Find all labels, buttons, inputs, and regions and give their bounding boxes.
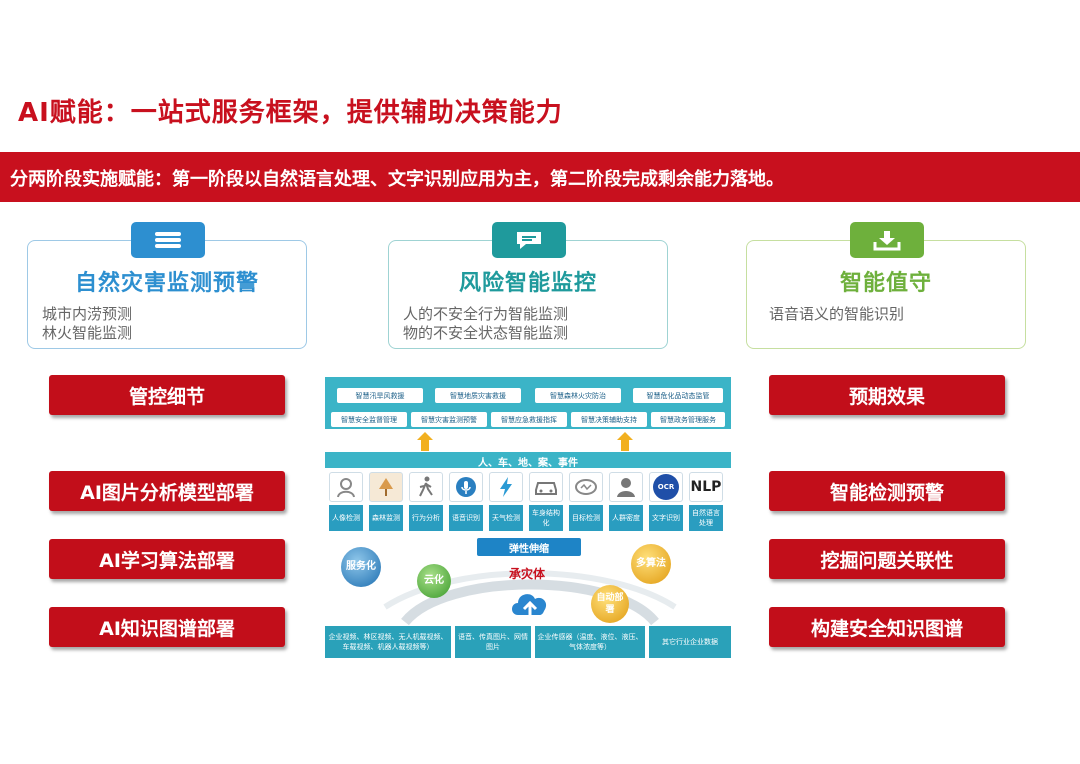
app-chip: 智慧应急救援指挥 bbox=[491, 412, 567, 427]
app-chip: 智慧决策辅助支持 bbox=[571, 412, 647, 427]
data-source-sensor: 企业传感器（温度、液位、液压、气体浓度等） bbox=[535, 626, 645, 658]
forest-icon bbox=[369, 472, 403, 502]
card-lines: 人的不安全行为智能监测 物的不安全状态智能监测 bbox=[403, 305, 568, 343]
left-item-image-model: AI图片分析模型部署 bbox=[49, 471, 285, 511]
capability-crowd-density: 人群密度 bbox=[609, 472, 643, 531]
auto-deploy-ball: 自动部署 bbox=[591, 585, 629, 623]
cloud-upload-icon bbox=[508, 583, 552, 627]
capability-weather-detection: 天气检测 bbox=[489, 472, 523, 531]
object-band-text: 人、车、地、案、事件 bbox=[478, 458, 578, 469]
ocr-icon-text: OCR bbox=[653, 474, 679, 500]
app-chip: 智慧地质灾害救援 bbox=[435, 388, 521, 403]
left-item-learning-algorithm: AI学习算法部署 bbox=[49, 539, 285, 579]
page-title: AI赋能：一站式服务框架，提供辅助决策能力 bbox=[18, 98, 563, 128]
card-title: 风险智能监控 bbox=[458, 271, 597, 296]
download-tray-icon bbox=[850, 222, 924, 258]
up-arrow-icon bbox=[617, 432, 633, 451]
nlp-icon: NLP bbox=[689, 472, 723, 502]
summary-banner-text: 分两阶段实施赋能：第一阶段以自然语言处理、文字识别应用为主，第二阶段完成剩余能力… bbox=[10, 169, 784, 190]
app-chip: 智慧危化品动态监管 bbox=[633, 388, 723, 403]
capability-label: 人像检测 bbox=[329, 505, 363, 531]
app-chip: 智慧森林火灾防治 bbox=[535, 388, 621, 403]
capability-speech-recognition: 语音识别 bbox=[449, 472, 483, 531]
chat-bubble-icon bbox=[492, 222, 566, 258]
right-item-safety-graph: 构建安全知识图谱 bbox=[769, 607, 1005, 647]
crowd-icon bbox=[609, 472, 643, 502]
card-lines: 语音语义的智能识别 bbox=[769, 305, 904, 324]
object-band: 人、车、地、案、事件 bbox=[325, 452, 731, 469]
card-line: 城市内涝预测 bbox=[42, 305, 133, 323]
nlp-icon-text: NLP bbox=[690, 479, 722, 495]
capability-label: 自然语言处理 bbox=[689, 505, 723, 531]
face-icon bbox=[329, 472, 363, 502]
capability-behavior-analysis: 行为分析 bbox=[409, 472, 443, 531]
capability-label: 人群密度 bbox=[609, 505, 643, 531]
elastic-scaling-label: 弹性伸缩 bbox=[477, 538, 581, 556]
disaster-bearing-body-label: 承灾体 bbox=[508, 567, 545, 581]
app-chip: 智慧安全监督管理 bbox=[331, 412, 407, 427]
capability-label: 语音识别 bbox=[449, 505, 483, 531]
card-line: 语音语义的智能识别 bbox=[769, 305, 905, 323]
cloud-ball: 云化 bbox=[417, 564, 451, 598]
capability-label: 目标检测 bbox=[569, 505, 603, 531]
right-item-smart-detection: 智能检测预警 bbox=[769, 471, 1005, 511]
ocr-icon: OCR bbox=[649, 472, 683, 502]
capability-target-detection: 目标检测 bbox=[569, 472, 603, 531]
card-title: 智能值守 bbox=[839, 271, 932, 296]
card-lines: 城市内涝预测 林火智能监测 bbox=[42, 305, 132, 343]
data-source-voice: 语音、传真图片、网情图片 bbox=[455, 626, 531, 658]
card-line: 物的不安全状态智能监测 bbox=[403, 324, 569, 342]
card-smart-duty: 智能值守 语音语义的智能识别 bbox=[746, 222, 1026, 349]
card-title: 自然灾害监测预警 bbox=[74, 271, 259, 296]
lightning-icon bbox=[489, 472, 523, 502]
summary-banner: 分两阶段实施赋能：第一阶段以自然语言处理、文字识别应用为主，第二阶段完成剩余能力… bbox=[0, 152, 1080, 202]
app-chip: 智慧政务管理服务 bbox=[651, 412, 725, 427]
capability-label: 天气检测 bbox=[489, 505, 523, 531]
capability-face-detection: 人像检测 bbox=[329, 472, 363, 531]
data-source-video: 企业视频、林区视频、无人机载视频、车载视频、机器人载视频等） bbox=[325, 626, 451, 658]
capability-text-recognition: OCR 文字识别 bbox=[649, 472, 683, 531]
walking-person-icon bbox=[409, 472, 443, 502]
document-stack-icon bbox=[131, 222, 205, 258]
architecture-diagram: 智慧汛旱风救援 智慧地质灾害救援 智慧森林火灾防治 智慧危化品动态监管 智慧安全… bbox=[325, 377, 731, 659]
card-line: 人的不安全行为智能监测 bbox=[403, 305, 569, 323]
multi-algorithm-ball: 多算法 bbox=[631, 544, 671, 584]
right-item-correlation: 挖掘问题关联性 bbox=[769, 539, 1005, 579]
card-line: 林火智能监测 bbox=[42, 324, 133, 342]
left-item-knowledge-graph: AI知识图谱部署 bbox=[49, 607, 285, 647]
target-icon bbox=[569, 472, 603, 502]
data-source-other: 其它行业企业数据 bbox=[649, 626, 731, 658]
app-chip: 智慧灾害监测预警 bbox=[411, 412, 487, 427]
platform-arc-decoration bbox=[383, 570, 677, 626]
capability-label: 行为分析 bbox=[409, 505, 443, 531]
right-header-expected-effect: 预期效果 bbox=[769, 375, 1005, 415]
up-arrow-icon bbox=[417, 432, 433, 451]
capability-label: 文字识别 bbox=[649, 505, 683, 531]
car-icon bbox=[529, 472, 563, 502]
capability-vehicle-structuring: 车身结构化 bbox=[529, 472, 563, 531]
left-header-control-details: 管控细节 bbox=[49, 375, 285, 415]
app-chip: 智慧汛旱风救援 bbox=[337, 388, 423, 403]
capability-forest-monitoring: 森林监测 bbox=[369, 472, 403, 531]
service-ball: 服务化 bbox=[341, 547, 381, 587]
card-risk-monitoring: 风险智能监控 人的不安全行为智能监测 物的不安全状态智能监测 bbox=[388, 222, 668, 349]
capability-label: 车身结构化 bbox=[529, 505, 563, 531]
capability-label: 森林监测 bbox=[369, 505, 403, 531]
microphone-icon bbox=[449, 472, 483, 502]
capability-nlp: NLP 自然语言处理 bbox=[689, 472, 723, 531]
card-disaster-warning: 自然灾害监测预警 城市内涝预测 林火智能监测 bbox=[27, 222, 307, 349]
